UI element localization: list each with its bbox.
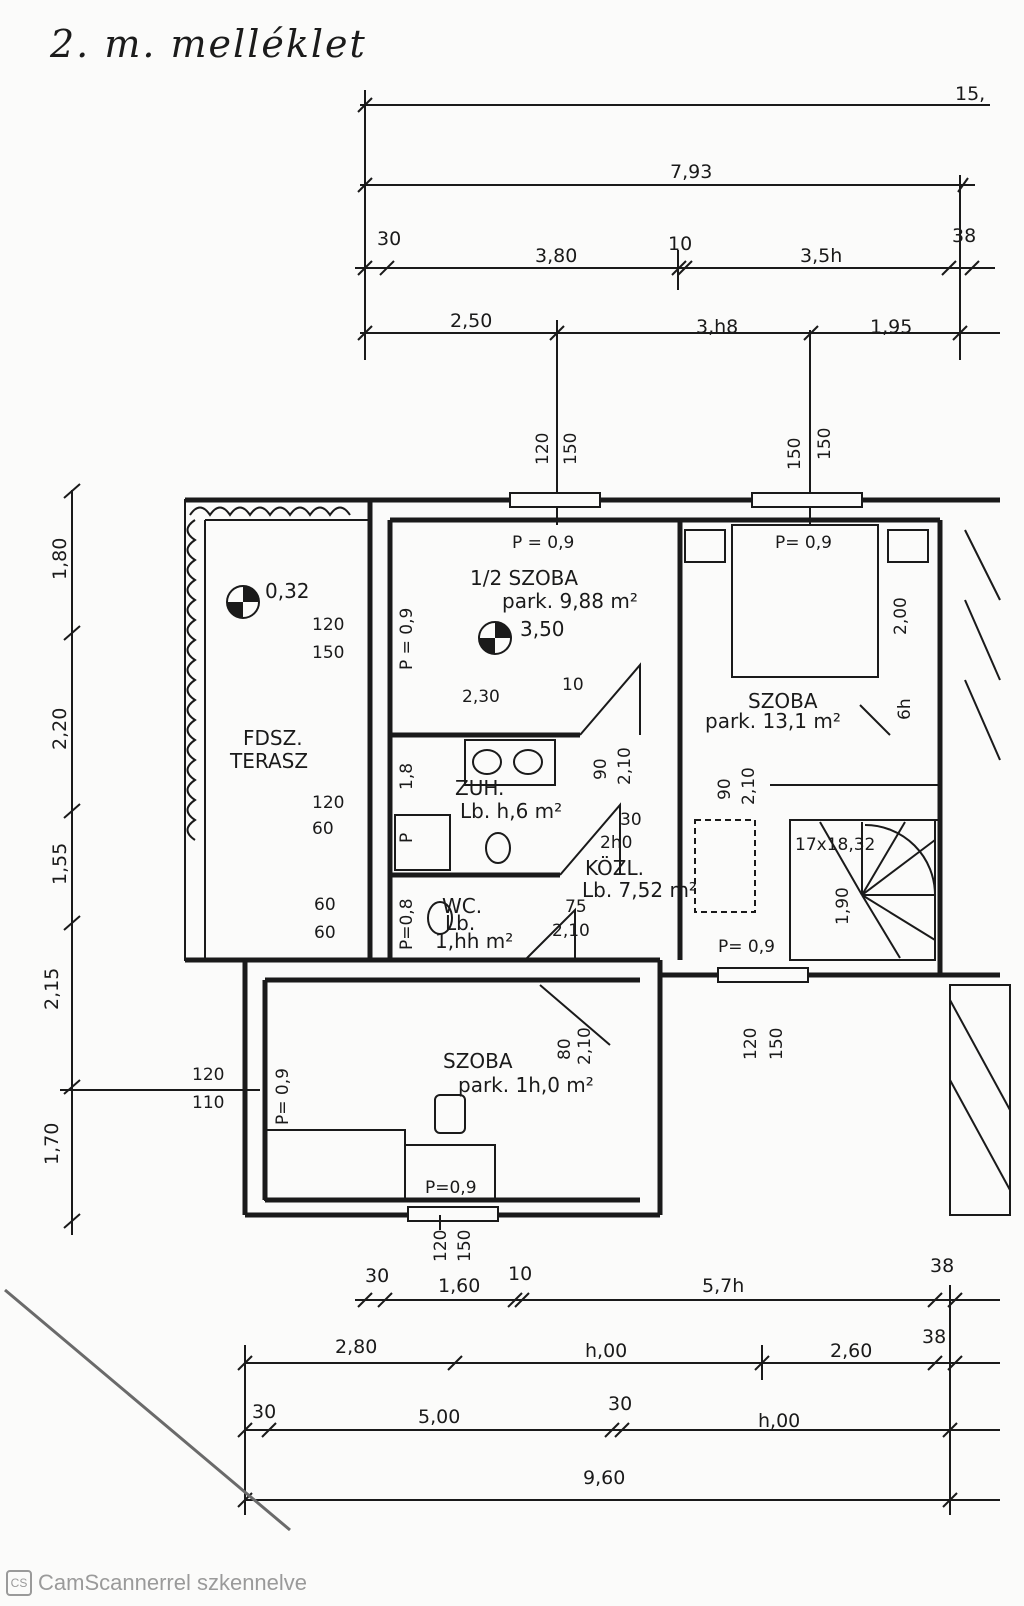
dim-bot-400b: h,00 [758, 1410, 800, 1432]
wc-sub: Lb. [445, 911, 475, 935]
dim-left-180: 1,80 [49, 538, 71, 580]
scan-shadow [4, 1288, 291, 1532]
dim-top-380: 3,80 [535, 245, 577, 267]
stair-190: 1,90 [833, 887, 853, 925]
wc-name: WC. [442, 894, 482, 918]
halfroom-level: 3,50 [520, 617, 565, 641]
dim-top-250: 2,50 [450, 310, 492, 332]
room1-name: SZOBA [748, 689, 818, 713]
window2-width: 150 [785, 438, 805, 470]
scanner-footer: CS CamScannerrel szkennelve [6, 1570, 307, 1596]
wc-area: 1,hh m² [435, 929, 513, 953]
hall-area: Lb. 7,52 m² [582, 878, 697, 902]
window4-width: 120 [431, 1230, 451, 1262]
door-75: 75 [565, 897, 587, 917]
hall-240: 2h0 [600, 833, 632, 853]
door-p-wc: P=0,8 [397, 898, 417, 950]
terrace-door-h: 150 [312, 643, 344, 663]
terrace-name: FDSZ. [243, 726, 303, 750]
room2-name: SZOBA [443, 1049, 513, 1073]
dim-bot-260: 2,60 [830, 1340, 872, 1362]
door-210b: 2,10 [739, 767, 759, 805]
door-210c: 2,10 [552, 921, 590, 941]
dim-230: 2,30 [462, 687, 500, 707]
dim-top-38: 38 [952, 225, 976, 247]
bed-outline [731, 524, 879, 678]
door-p-side2: P= 0,9 [273, 1068, 293, 1125]
bath-name: ZUH. [455, 776, 504, 800]
door-90a: 90 [591, 758, 611, 780]
door-p-side1: P = 0,9 [397, 608, 417, 670]
dim-bot-38a: 38 [930, 1255, 954, 1277]
door-210a: 2,10 [615, 747, 635, 785]
terrace-level: 0,32 [265, 579, 310, 603]
wardrobe-200: 2,00 [891, 597, 911, 635]
wardrobe-64: 6h [895, 698, 915, 720]
dim-top-30: 30 [377, 228, 401, 250]
camscanner-icon: CS [6, 1570, 32, 1596]
bath-window-w: 120 [312, 793, 344, 813]
level-marker-room [478, 621, 512, 655]
dim-bot-30b: 30 [252, 1401, 276, 1423]
terrace-name2: TERASZ [229, 749, 308, 773]
dim-left-215: 2,15 [41, 968, 63, 1010]
window3-height: 150 [767, 1028, 787, 1060]
window-p-top1: P = 0,9 [512, 533, 574, 553]
terrace-outline [184, 499, 371, 961]
dim-bot-10: 10 [508, 1263, 532, 1285]
dim-bot-400a: h,00 [585, 1340, 627, 1362]
dim-top-total: 15, [955, 83, 985, 105]
bath-18: 1,8 [397, 763, 417, 790]
door-p-mid: P= 0,9 [718, 937, 775, 957]
bath-window-h: 60 [312, 819, 334, 839]
window2-height: 150 [815, 428, 835, 460]
dim-bot-500: 5,00 [418, 1406, 460, 1428]
window4-height: 150 [455, 1230, 475, 1262]
wc-window-h: 60 [314, 923, 336, 943]
dim-bot-960: 9,60 [583, 1467, 625, 1489]
dim-top-10: 10 [668, 233, 692, 255]
door-210d: 2,10 [575, 1027, 595, 1065]
bed-window-w: 120 [192, 1065, 224, 1085]
dim-bot-38b: 38 [922, 1326, 946, 1348]
dim-left-170: 1,70 [41, 1123, 63, 1165]
dim-top-354: 3,5h [800, 245, 842, 267]
dim-left-220: 2,20 [49, 708, 71, 750]
halfroom-name: 1/2 SZOBA [470, 566, 578, 590]
dim-left-155: 1,55 [49, 843, 71, 885]
window1-height: 150 [561, 433, 581, 465]
dim-top-348: 3,h8 [696, 316, 738, 338]
level-marker-terrace [226, 585, 260, 619]
bed-window-h: 110 [192, 1093, 224, 1113]
window3-width: 120 [741, 1028, 761, 1060]
room1-area: park. 13,1 m² [705, 709, 841, 733]
dim-10: 10 [562, 675, 584, 695]
dim-bot-160: 1,60 [438, 1275, 480, 1297]
dim-bot-30c: 30 [608, 1393, 632, 1415]
window-p-bed: P=0,9 [425, 1178, 477, 1198]
footer-brand: CamScannerrel szkennelve [38, 1570, 308, 1595]
terrace-door-w: 120 [312, 615, 344, 635]
dim-bot-574: 5,7h [702, 1275, 744, 1297]
window-p-top2: P= 0,9 [775, 533, 832, 553]
dim-top-793: 7,93 [670, 161, 712, 183]
room2-area: park. 1h,0 m² [458, 1073, 594, 1097]
halfroom-area: park. 9,88 m² [502, 589, 638, 613]
dim-top-195: 1,95 [870, 316, 912, 338]
door-80: 80 [555, 1038, 575, 1060]
hall-name: KÖZL. [585, 856, 644, 880]
hall-30: 30 [620, 810, 642, 830]
door-p-bath: P [397, 833, 417, 843]
bath-area: Lb. h,6 m² [460, 799, 562, 823]
page-heading: 2. m. melléklet [50, 22, 367, 66]
wc-window-w: 60 [314, 895, 336, 915]
dim-bot-30: 30 [365, 1265, 389, 1287]
door-90b: 90 [715, 778, 735, 800]
window1-width: 120 [533, 433, 553, 465]
dim-bot-280: 2,80 [335, 1336, 377, 1358]
stair-steps: 17x18,32 [795, 835, 875, 855]
